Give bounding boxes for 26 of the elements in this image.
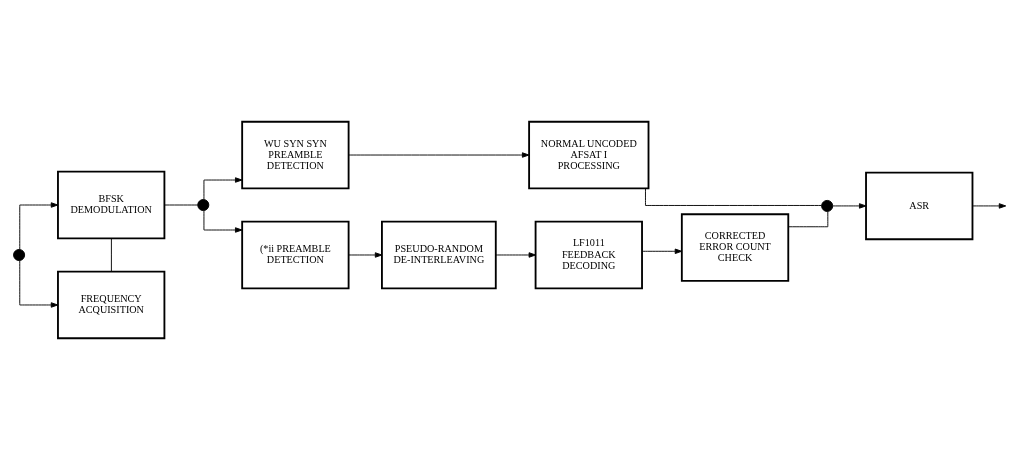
arrow: [348, 152, 530, 158]
connector: [788, 211, 829, 228]
arrow: [19, 202, 59, 250]
arrow: [19, 260, 59, 308]
node-box: ASR: [865, 171, 974, 241]
node-box: BFSK DEMODULATION: [57, 170, 166, 240]
arrow: [203, 177, 243, 200]
arrow: [348, 252, 383, 258]
arrow: [972, 203, 1007, 209]
node-box: NORMAL UNCODED AFSAT I PROCESSING: [528, 120, 650, 190]
arrow: [641, 248, 683, 255]
connector: [645, 187, 822, 206]
arrow: [832, 203, 867, 209]
node-circle: [197, 199, 210, 212]
node-box: FREQUENCY ACQUISITION: [57, 270, 166, 340]
node-box: CORRECTED ERROR COUNT CHECK: [680, 213, 790, 282]
node-circle: [821, 199, 834, 212]
node-box: LF1011 FEEDBACK DECODING: [534, 220, 643, 290]
connector: [164, 204, 199, 206]
node-circle: [13, 248, 26, 261]
arrow: [203, 210, 243, 233]
connector: [110, 238, 112, 272]
node-box: PSEUDO-RANDOM DE-INTERLEAVING: [381, 220, 497, 290]
arrow: [495, 252, 536, 258]
node-box: (*ii PREAMBLE DETECTION: [241, 220, 350, 290]
node-box: WU SYN SYN PREAMBLE DETECTION: [241, 120, 350, 190]
